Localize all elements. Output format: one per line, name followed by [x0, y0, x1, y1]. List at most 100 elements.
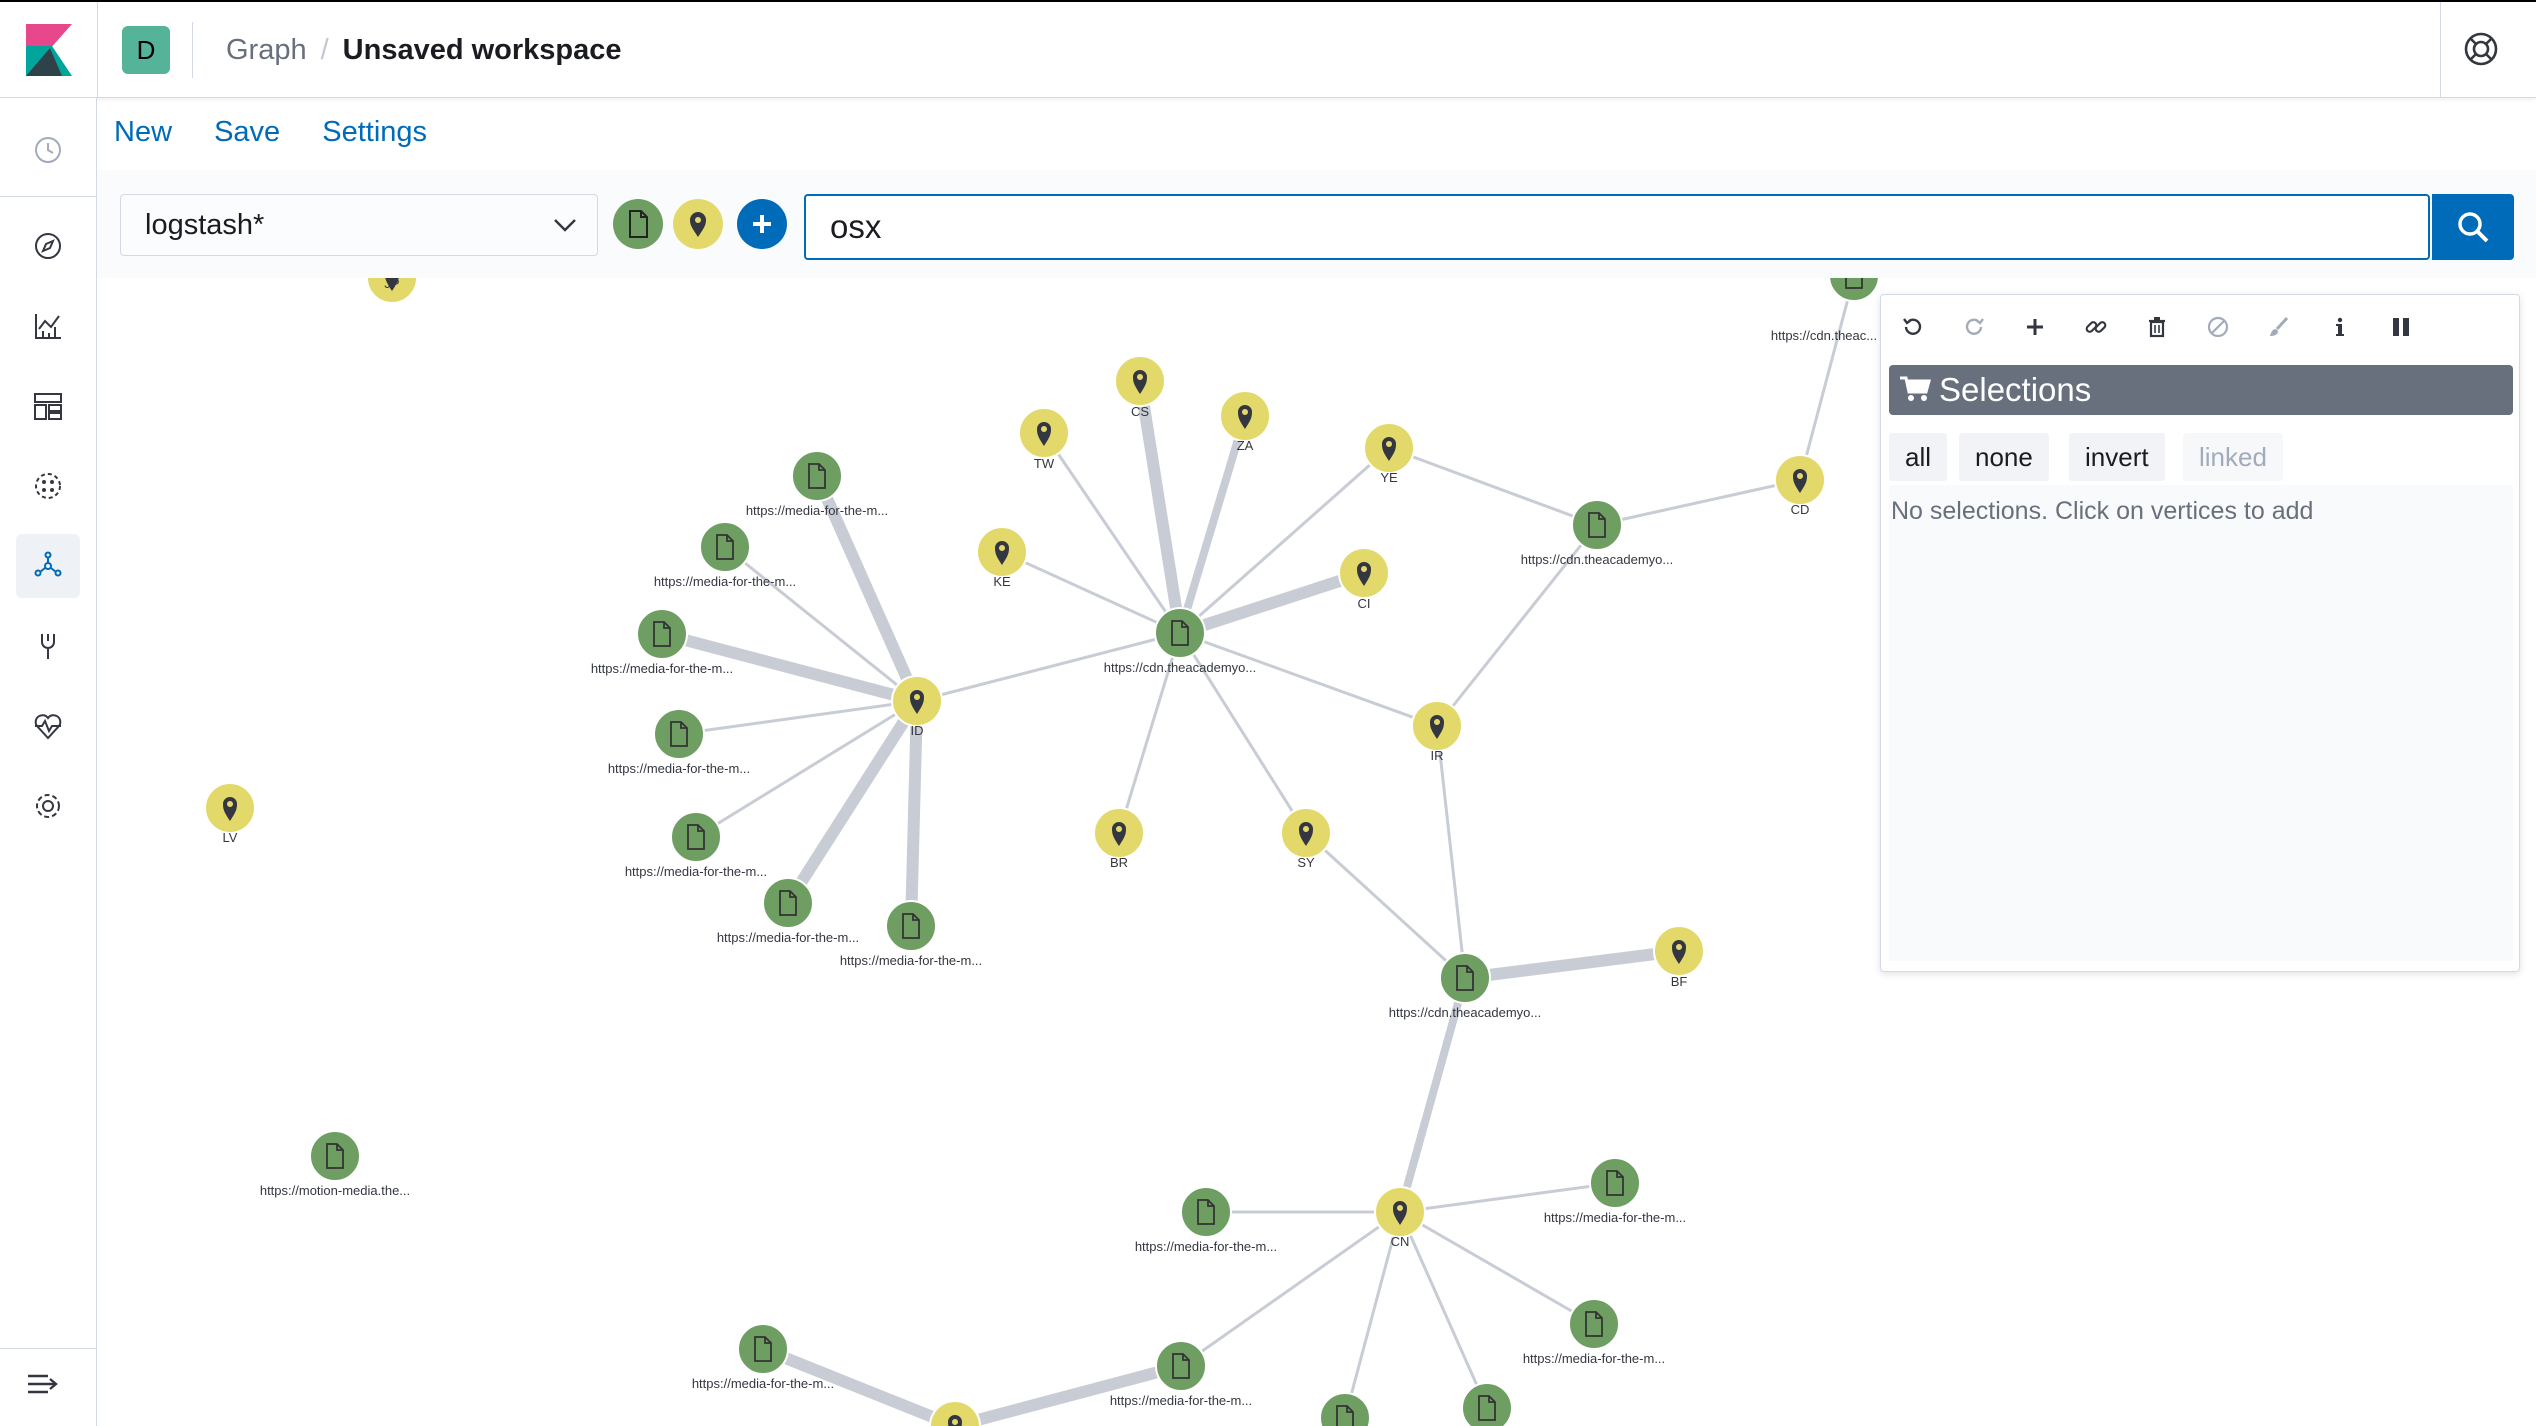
document-node[interactable]: https://cdn.theac...: [1771, 278, 1880, 343]
document-node[interactable]: https://media-for-the-m...: [1523, 1298, 1665, 1366]
document-icon: [1585, 1311, 1603, 1337]
node-label: CS: [1131, 404, 1149, 419]
document-node[interactable]: https://media-for-the-m...: [1544, 1157, 1686, 1225]
add-field-button[interactable]: [736, 198, 788, 250]
geo-node[interactable]: SY: [1280, 807, 1332, 870]
document-node[interactable]: https://media-for-the-m...: [591, 608, 733, 676]
nav-dashboard[interactable]: [16, 374, 80, 438]
nav-management[interactable]: [16, 774, 80, 838]
map-marker-icon: [385, 278, 399, 291]
graph-edge: [1176, 412, 1249, 637]
nav-discover[interactable]: [16, 214, 80, 278]
geo-node[interactable]: JP: [366, 278, 418, 304]
kibana-logo[interactable]: [26, 24, 72, 76]
delete-button[interactable]: [2133, 305, 2181, 349]
wrench-icon: [41, 634, 55, 659]
index-pattern-select[interactable]: logstash*: [120, 194, 598, 256]
document-icon: [653, 621, 671, 647]
space-avatar[interactable]: D: [122, 26, 170, 74]
document-node[interactable]: https://media-for-the-m...: [1135, 1186, 1277, 1254]
select-all-button[interactable]: all: [1889, 433, 1948, 481]
document-node[interactable]: https://cdn.theacademyo...: [1104, 607, 1256, 675]
search-input[interactable]: [804, 194, 2430, 260]
document-node[interactable]: https://media-for-the-m...: [654, 521, 796, 589]
save-button[interactable]: Save: [214, 116, 281, 148]
node-label: https://cdn.theacademyo...: [1521, 552, 1673, 567]
document-node[interactable]: [1319, 1392, 1371, 1426]
redo-button[interactable]: [1950, 305, 1998, 349]
geo-node[interactable]: ID: [891, 675, 943, 738]
breadcrumb-graph[interactable]: Graph: [226, 34, 307, 66]
logo-divider: [97, 2, 98, 98]
node-label: https://media-for-the-m...: [654, 574, 796, 589]
map-marker-icon: [1382, 437, 1396, 461]
geo-node[interactable]: LV: [204, 782, 256, 845]
add-links-button[interactable]: [2072, 305, 2120, 349]
compass-icon: [35, 233, 61, 259]
map-marker-icon: [1112, 822, 1126, 846]
document-node[interactable]: https://media-for-the-m...: [1110, 1340, 1252, 1408]
geo-node[interactable]: KE: [976, 526, 1028, 589]
geo-node[interactable]: TW: [1018, 407, 1070, 471]
document-node[interactable]: https://media-for-the-m...: [840, 900, 982, 968]
select-none-button[interactable]: none: [1959, 433, 2049, 481]
node-label: IR: [1431, 748, 1444, 763]
expand-selection-button[interactable]: [2011, 305, 2059, 349]
help-divider: [2440, 2, 2441, 98]
undo-button[interactable]: [1889, 305, 1937, 349]
document-node[interactable]: https://media-for-the-m...: [746, 450, 888, 518]
blocklist-button[interactable]: [2194, 305, 2242, 349]
document-node[interactable]: https://media-for-the-m...: [717, 877, 859, 945]
document-field-button[interactable]: [612, 198, 664, 250]
geo-node[interactable]: CS: [1114, 355, 1166, 419]
nav-canvas[interactable]: [16, 454, 80, 518]
new-button[interactable]: New: [114, 116, 173, 148]
help-icon[interactable]: [2462, 30, 2500, 68]
nav-recently-viewed[interactable]: [16, 118, 80, 182]
document-node[interactable]: https://media-for-the-m...: [625, 811, 767, 879]
document-node[interactable]: https://cdn.theacademyo...: [1389, 952, 1541, 1020]
graph-edge: [1398, 1181, 1617, 1214]
chevron-down-icon: [554, 219, 576, 232]
info-button[interactable]: [2316, 305, 2364, 349]
document-node[interactable]: https://motion-media.the...: [260, 1130, 410, 1198]
geo-field-button[interactable]: [672, 198, 724, 250]
nav-dev-tools[interactable]: [16, 614, 80, 678]
document-node[interactable]: https://media-for-the-m...: [692, 1323, 834, 1391]
nav-monitoring[interactable]: [16, 694, 80, 758]
geo-node[interactable]: CN: [1374, 1186, 1426, 1249]
geo-node[interactable]: [929, 1400, 981, 1426]
geo-node[interactable]: YE: [1363, 422, 1415, 485]
geo-node[interactable]: IR: [1411, 700, 1463, 763]
pause-layout-button[interactable]: [2377, 305, 2425, 349]
document-icon: [670, 721, 688, 747]
trash-icon: [2149, 317, 2165, 338]
graph-edge: [1178, 631, 1308, 835]
graph-edge: [677, 699, 919, 736]
document-node[interactable]: https://media-for-the-m...: [608, 708, 750, 776]
node-label: SY: [1297, 855, 1315, 870]
search-button[interactable]: [2432, 194, 2514, 260]
map-marker-icon: [1393, 1201, 1407, 1225]
geo-node[interactable]: CD: [1774, 454, 1826, 517]
document-icon: [1197, 1199, 1215, 1225]
geo-node[interactable]: ZA: [1219, 390, 1271, 453]
nav-visualize[interactable]: [16, 294, 80, 358]
document-node[interactable]: https://cdn.theacademyo...: [1521, 499, 1673, 567]
nav-divider: [0, 196, 96, 197]
select-linked-button[interactable]: linked: [2183, 433, 2283, 481]
document-icon: [1336, 1405, 1354, 1426]
node-label: https://media-for-the-m...: [1135, 1239, 1277, 1254]
geo-node[interactable]: BF: [1653, 925, 1705, 989]
settings-button[interactable]: Settings: [322, 116, 428, 148]
map-marker-icon: [1672, 940, 1686, 964]
collapse-nav-icon[interactable]: [26, 1372, 58, 1396]
geo-node[interactable]: BR: [1093, 807, 1145, 870]
graph-edge: [1595, 478, 1802, 527]
select-invert-button[interactable]: invert: [2069, 433, 2165, 481]
style-button[interactable]: [2255, 305, 2303, 349]
geo-node[interactable]: CI: [1338, 547, 1390, 611]
map-marker-icon: [948, 1415, 962, 1426]
nav-graph[interactable]: [16, 534, 80, 598]
document-node[interactable]: [1461, 1382, 1513, 1426]
